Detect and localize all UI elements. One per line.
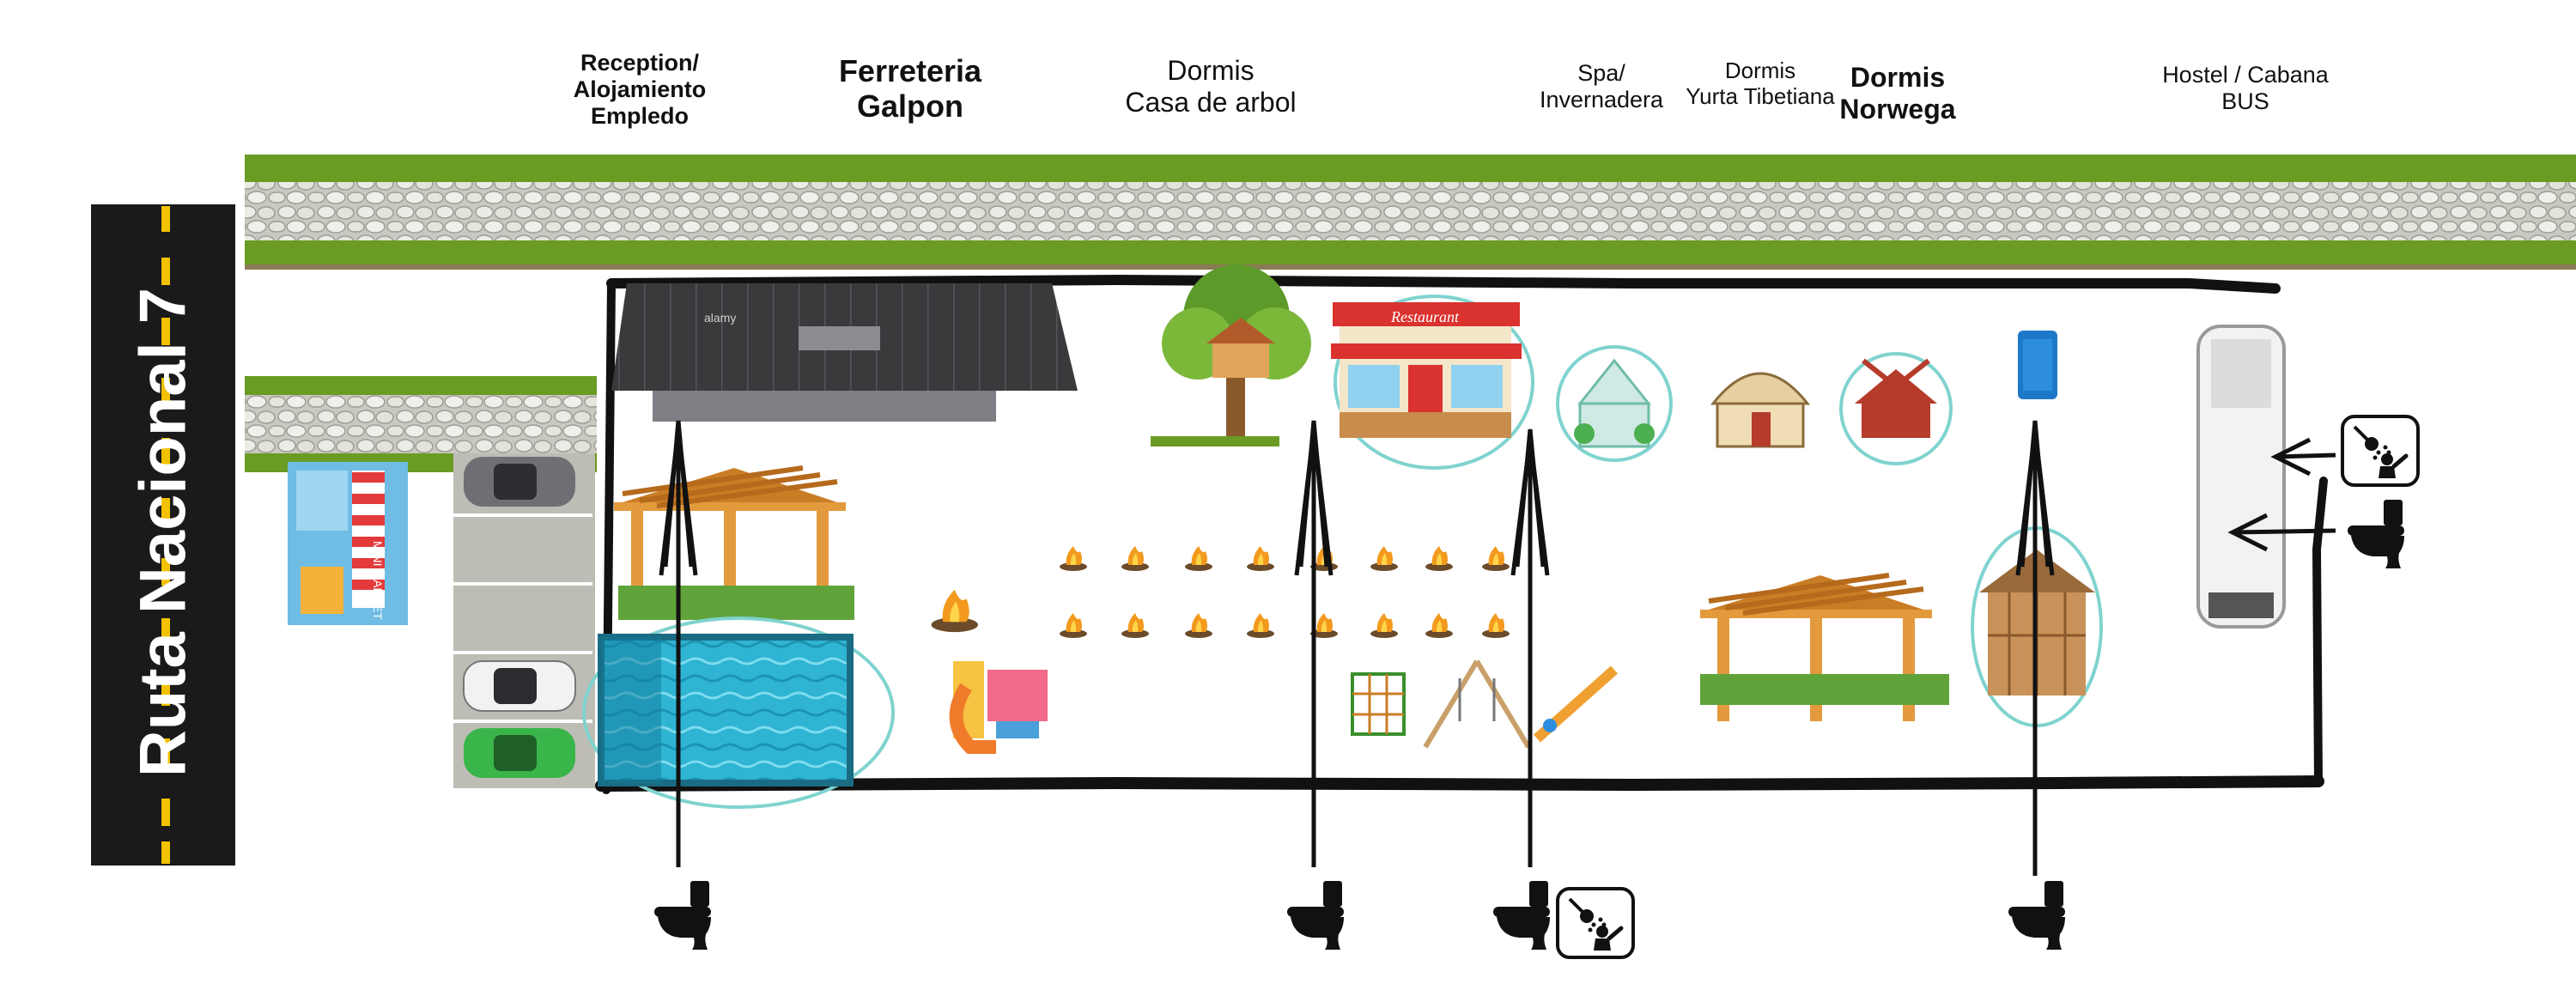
arrow-icon [659, 420, 698, 867]
toilet-icon [2008, 881, 2065, 950]
seesaw [1534, 665, 1618, 743]
label-dormis-norwega: Dormis Norwega [1825, 62, 1971, 125]
label-dormis-yurta: Dormis Yurta Tibetiana [1679, 58, 1842, 110]
label-line: Galpon [857, 88, 963, 125]
label-hostel: Hostel / Cabana BUS [2147, 62, 2344, 115]
campfire-grid [1060, 546, 1510, 638]
arrow-icon [1294, 420, 1334, 867]
label-line: Dormis [1724, 58, 1796, 83]
label-line: Casa de arbol [1125, 86, 1297, 118]
label-line: Ferreteria [838, 53, 982, 88]
shower-icon [2342, 416, 2418, 485]
reception-building: alamy [611, 283, 1078, 422]
pool [582, 617, 895, 809]
label-line: Hostel / Cabana [2162, 62, 2329, 88]
norwegian-house [1839, 352, 1953, 465]
label-dormis-arbol: Dormis Casa de arbol [1103, 55, 1318, 118]
label-line: Dormis [1850, 62, 1946, 93]
tree-house [1151, 264, 1311, 446]
label-line: Yurta Tibetiana [1686, 82, 1835, 109]
playground-slide [949, 661, 1048, 754]
shower-icon [1558, 889, 1633, 957]
property-boundary [595, 274, 2328, 794]
swing-set [1423, 659, 1531, 749]
label-reception: Reception/ Alojamiento Empledo [532, 50, 747, 130]
parking-lot [453, 453, 595, 788]
stone-wall-top [245, 155, 2576, 270]
restaurant: Restaurant [1331, 295, 1534, 470]
campfire-icon [931, 589, 978, 633]
portable-toilet [2018, 331, 2057, 399]
label-line: Alojamiento [573, 76, 707, 103]
label-line: Reception/ [580, 50, 700, 76]
label-line: Invernadera [1539, 87, 1664, 113]
grass-patch [618, 586, 854, 620]
mini-market-sign: MINI MARKET [371, 541, 385, 620]
car-white [463, 660, 576, 712]
road-ruta-7 [86, 204, 240, 866]
toilet-icon [2348, 500, 2404, 568]
road-label: Ruta Nacional 7 [86, 197, 240, 867]
label-line: Empledo [590, 103, 689, 130]
greenhouse [1556, 345, 1673, 462]
toilet-icon [654, 881, 711, 950]
yurt [1710, 372, 1811, 448]
arrow-icon [2227, 513, 2336, 552]
car-green [464, 728, 575, 778]
climbing-net [1351, 672, 1406, 736]
mini-market: MINI MARKET [288, 462, 408, 625]
grass-patch-right [1700, 674, 1949, 705]
road-name: Ruta Nacional 7 [126, 287, 200, 778]
bus [2196, 325, 2286, 629]
label-spa: Spa/ Invernadera [1528, 60, 1674, 113]
arrow-icon [2015, 420, 2055, 876]
toilet-icon [1287, 881, 1344, 950]
arrow-icon [2270, 437, 2336, 477]
arrow-icon [1510, 428, 1550, 867]
label-line: BUS [2221, 88, 2269, 115]
restaurant-sign: Restaurant [1390, 308, 1460, 325]
label-ferreteria: Ferreteria Galpon [807, 53, 1013, 125]
toilet-icon [1493, 881, 1550, 950]
car-gray [464, 457, 575, 507]
label-line: Dormis [1167, 55, 1255, 86]
arrow-group [659, 420, 2336, 876]
watermark-text: alamy [704, 311, 736, 325]
label-line: Spa/ [1577, 60, 1625, 86]
label-line: Norwega [1839, 93, 1956, 125]
